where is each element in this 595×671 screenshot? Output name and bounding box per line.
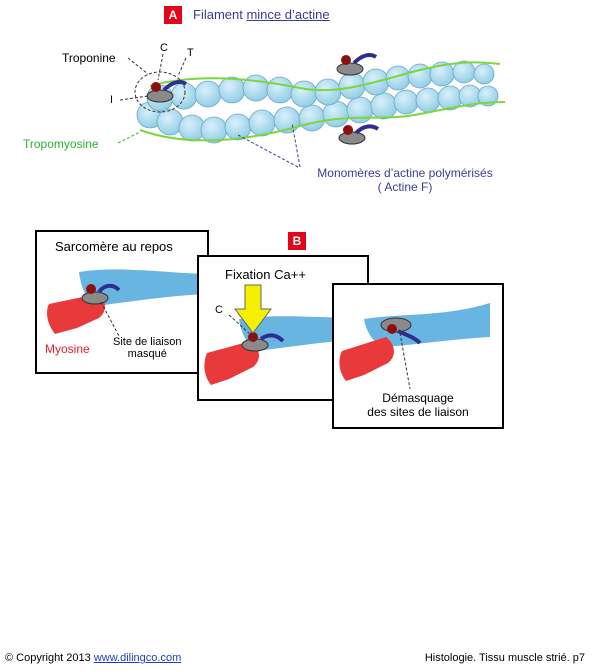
label-monomeres-line2: ( Actine F): [377, 180, 433, 194]
box-demasquage: Démasquage des sites de liaison: [332, 283, 504, 429]
leader-demasquage: [399, 332, 411, 390]
box1-title: Sarcomère au repos: [55, 239, 173, 254]
myosin-head-shape-3: [339, 337, 394, 381]
label-troponine: Troponine: [62, 51, 116, 65]
troponin-c-3: [387, 324, 397, 334]
copyright-link[interactable]: www.dilingco.com: [93, 652, 182, 664]
actin-filament-shape-3: [364, 303, 490, 347]
label-site-liaison-line1: Site de liaison: [113, 336, 182, 348]
label-i: I: [110, 94, 114, 106]
label-c-box2: C: [215, 304, 223, 316]
box3-label-line1: Démasquage: [382, 391, 454, 405]
leader-i: [119, 95, 149, 101]
troponin-t-1: [97, 283, 121, 294]
label-c: C: [160, 42, 168, 54]
troponin-c-2: [248, 332, 258, 342]
box3-label-line2: des sites de liaison: [367, 405, 469, 419]
footer-page-label: Histologie. Tissu muscle strié. p7: [424, 652, 585, 664]
badge-b: B: [288, 232, 306, 250]
troponin-t-2: [259, 333, 285, 343]
title-a-link: mince d’actine: [246, 7, 330, 22]
troponin-complex-2: [336, 53, 378, 76]
footer-copyright: © Copyright 2013 www.dilingco.com: [5, 652, 181, 664]
leader-monomeres-1: [237, 134, 299, 168]
leader-t: [177, 57, 187, 77]
label-myosine: Myosine: [45, 342, 90, 356]
label-site-liaison: Site de liaison masqué: [113, 336, 182, 360]
label-monomeres-line1: Monomères d’actine polymérisés: [317, 166, 493, 180]
actin-filament-shape-1: [79, 269, 205, 306]
badge-a: A: [164, 6, 182, 24]
troponin-body-1: [81, 291, 109, 305]
title-a-prefix: Filament: [193, 7, 247, 22]
label-site-liaison-line2: masqué: [127, 348, 167, 360]
leader-tropomyosine: [117, 131, 141, 144]
box2-title: Fixation Ca++: [225, 267, 306, 282]
leader-site-liaison: [100, 301, 120, 337]
calcium-arrow: [234, 284, 272, 334]
troponin-complex-3: [338, 124, 380, 145]
copyright-text: © Copyright 2013: [5, 652, 94, 664]
leader-troponine: [127, 57, 149, 75]
leader-c: [157, 53, 164, 81]
label-tropomyosine: Tropomyosine: [23, 137, 99, 151]
label-monomeres: Monomères d’actine polymérisés ( Actine …: [300, 166, 510, 194]
troponin-t-3: [397, 329, 422, 345]
thin-filament-diagram: [117, 53, 506, 168]
tropomyosin-strand-upper: [149, 61, 501, 92]
tropomyosin-strand-lower: [139, 101, 506, 142]
label-t: T: [187, 47, 194, 59]
leader-c-box2: [228, 314, 250, 334]
troponin-c-1: [86, 284, 96, 294]
leader-monomeres-2: [291, 122, 301, 168]
actin-strand-lower: [136, 84, 499, 144]
myosin-head-shape-2: [204, 341, 259, 385]
box-sarcomere-repos: Sarcomère au repos Myosine Site de liais…: [35, 230, 209, 374]
box3-label: Démasquage des sites de liaison: [344, 391, 492, 419]
title-a: Filament mince d’actine: [193, 7, 330, 22]
